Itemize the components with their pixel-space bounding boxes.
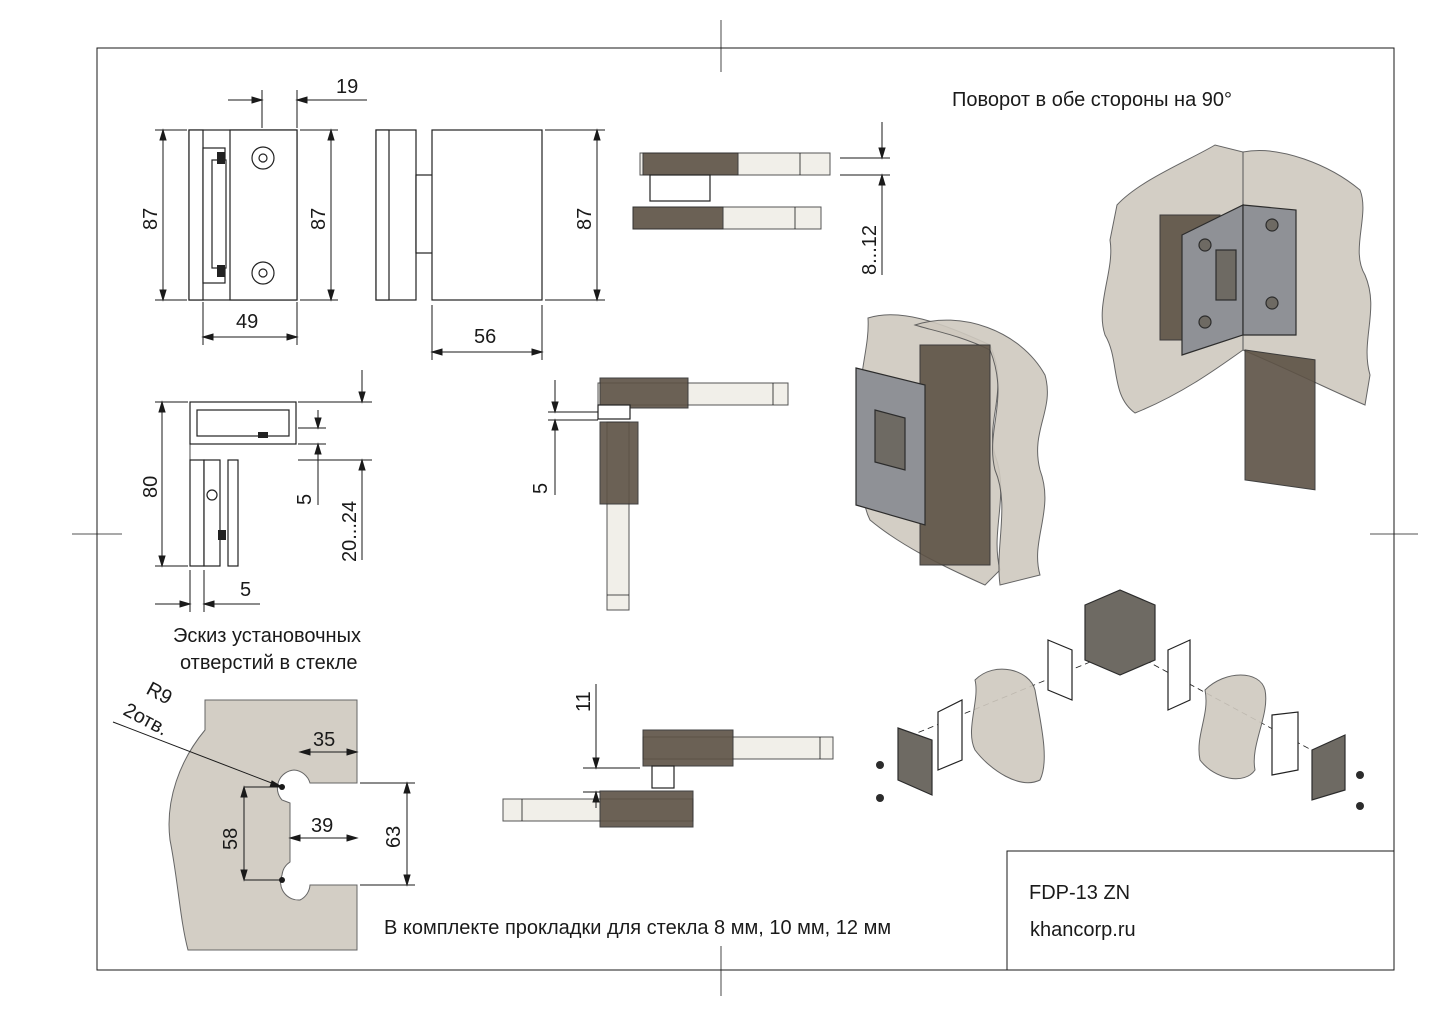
hole-sketch-title-line2: отверстий в стекле — [180, 652, 358, 674]
model-number: FDP-13 ZN — [1029, 882, 1130, 904]
dim-5-bottom-label: 5 — [240, 579, 251, 601]
dim-39-label: 39 — [311, 815, 333, 837]
bottom-view-offset — [502, 729, 834, 828]
title-block — [1006, 850, 1395, 971]
dim-5-section-label: 5 — [294, 494, 316, 505]
dim-8-12 — [840, 122, 890, 275]
centering-marks — [72, 20, 1418, 996]
dim-58-label: 58 — [220, 828, 242, 850]
dim-49-label: 49 — [236, 311, 258, 333]
dim-63-label: 63 — [383, 826, 405, 848]
radius-label: R9 — [143, 678, 176, 709]
website-label: khancorp.ru — [1030, 919, 1136, 941]
exploded-view — [876, 589, 1364, 810]
dim-5-section — [298, 410, 326, 505]
dim-5-angle-label: 5 — [530, 483, 552, 494]
dim-19-label: 19 — [336, 76, 358, 98]
dim-87-side — [545, 128, 605, 302]
dim-56-label: 56 — [474, 326, 496, 348]
dim-11-label: 11 — [573, 691, 595, 712]
drawing-frame — [96, 47, 1395, 971]
dim-5-bottom — [155, 570, 260, 612]
side-view — [375, 129, 543, 301]
dim-87-right-label: 87 — [308, 208, 330, 230]
dim-8-12-label: 8...12 — [859, 225, 881, 275]
dim-87-side-label: 87 — [574, 208, 596, 230]
front-view — [188, 129, 298, 301]
dim-20-24-label: 20...24 — [339, 501, 361, 562]
dim-87-left — [155, 128, 187, 302]
dim-87-right — [300, 128, 338, 302]
dim-11 — [583, 684, 640, 808]
rotation-note: Поворот в обе стороны на 90° — [952, 89, 1232, 111]
kit-note: В комплекте прокладки для стекла 8 мм, 1… — [384, 917, 891, 939]
dim-49 — [201, 302, 299, 345]
cross-section-view — [189, 401, 297, 567]
dim-87-left-label: 87 — [140, 208, 162, 230]
dim-20-24 — [298, 370, 372, 560]
hole-sketch-dims — [112, 721, 415, 887]
dim-19 — [228, 90, 367, 128]
top-view-glass-gap — [632, 152, 831, 230]
isometric-hinge-90 — [855, 314, 1048, 586]
dim-56 — [430, 305, 544, 360]
hole-sketch-title-line1: Эскиз установочных — [173, 625, 361, 647]
dim-80 — [155, 400, 188, 568]
isometric-hinge-180 — [1101, 144, 1372, 491]
dim-35-label: 35 — [313, 729, 335, 751]
dim-5-angle — [548, 380, 598, 495]
angle-view — [597, 377, 789, 611]
dim-80-label: 80 — [140, 476, 162, 498]
glass-hole-sketch — [168, 699, 358, 951]
